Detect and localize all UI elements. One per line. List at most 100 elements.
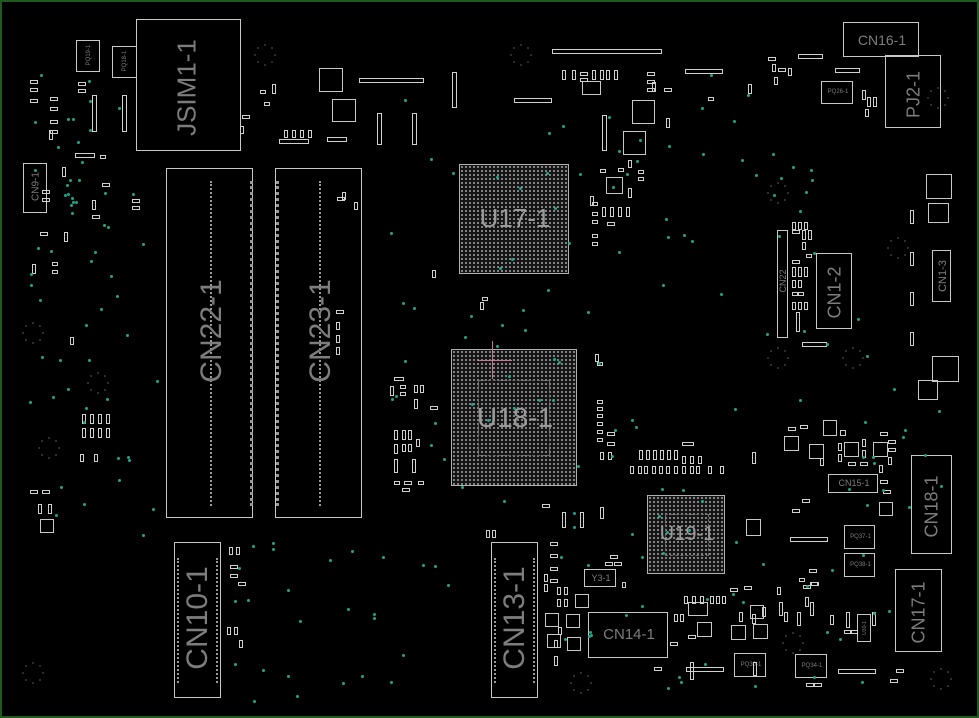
passive-component[interactable] [739, 612, 743, 622]
passive-component[interactable] [580, 512, 584, 528]
passive-component[interactable] [614, 70, 618, 80]
component-u17[interactable]: U17-1 [459, 164, 569, 274]
passive-component[interactable] [94, 454, 98, 462]
passive-component[interactable] [100, 155, 106, 159]
passive-component[interactable] [862, 439, 866, 447]
passive-component[interactable] [48, 504, 52, 514]
passive-component[interactable] [666, 118, 670, 128]
passive-component[interactable] [106, 428, 110, 438]
passive-component[interactable] [804, 267, 808, 277]
component-pq18[interactable]: PQ18-1 [112, 46, 137, 78]
passive-component[interactable] [40, 232, 48, 236]
passive-component[interactable] [840, 430, 846, 436]
passive-component[interactable] [78, 82, 86, 86]
component-cn22[interactable]: CN22-1 [166, 168, 253, 518]
package-square[interactable] [545, 613, 559, 627]
passive-component[interactable] [92, 200, 96, 210]
passive-component[interactable] [638, 170, 644, 174]
passive-component[interactable] [792, 230, 800, 234]
passive-component[interactable] [698, 456, 702, 464]
passive-component[interactable] [414, 385, 418, 393]
passive-component[interactable] [42, 198, 50, 202]
passive-component[interactable] [730, 588, 738, 592]
passive-component[interactable] [628, 188, 632, 198]
passive-component[interactable] [236, 547, 240, 555]
passive-component[interactable] [70, 337, 74, 345]
passive-component[interactable] [82, 428, 86, 438]
passive-component[interactable] [80, 454, 84, 462]
passive-component[interactable] [774, 77, 778, 85]
package-square[interactable] [873, 442, 888, 457]
component-pq37[interactable]: PQ37-1 [844, 525, 875, 549]
passive-component[interactable] [680, 614, 684, 622]
passive-component[interactable] [688, 635, 696, 639]
component-pq19[interactable]: PQ19-1 [76, 40, 100, 72]
package-square[interactable] [809, 444, 824, 459]
passive-component[interactable] [628, 160, 632, 168]
passive-component[interactable] [336, 335, 340, 343]
passive-component[interactable] [798, 292, 804, 296]
package-square[interactable] [750, 605, 764, 619]
package-square[interactable] [332, 99, 356, 122]
passive-component[interactable] [647, 72, 655, 76]
passive-component[interactable] [607, 442, 615, 446]
passive-component[interactable] [888, 440, 896, 444]
passive-component[interactable] [597, 438, 603, 442]
package-square[interactable] [40, 519, 54, 533]
passive-component[interactable] [592, 220, 598, 224]
passive-component[interactable] [230, 574, 238, 578]
passive-component[interactable] [402, 444, 406, 452]
component-pq26[interactable]: PQ26-1 [821, 81, 853, 104]
passive-component[interactable] [50, 107, 58, 111]
passive-component[interactable] [809, 569, 817, 573]
passive-component[interactable] [798, 222, 802, 230]
passive-component[interactable] [408, 430, 412, 440]
passive-component[interactable] [784, 612, 788, 622]
passive-component[interactable] [844, 630, 852, 634]
passive-component[interactable] [622, 582, 626, 588]
passive-component[interactable] [272, 84, 276, 94]
passive-component[interactable] [132, 199, 140, 203]
package-square[interactable] [566, 614, 580, 628]
passive-component[interactable] [799, 578, 805, 582]
passive-component[interactable] [647, 88, 655, 92]
passive-component[interactable] [580, 78, 588, 82]
package-square[interactable] [753, 624, 768, 639]
component-u30[interactable]: U30-1 [857, 614, 871, 642]
passive-component[interactable] [242, 115, 250, 119]
passive-component[interactable] [240, 126, 244, 134]
passive-component[interactable] [777, 587, 781, 595]
passive-component[interactable] [910, 332, 914, 346]
passive-component[interactable] [602, 207, 606, 217]
package-square[interactable] [918, 380, 938, 400]
component-cn17[interactable]: CN17-1 [895, 569, 942, 652]
component-cn18[interactable]: CN18-1 [911, 455, 952, 554]
passive-component[interactable] [652, 82, 656, 92]
passive-component[interactable] [798, 267, 802, 277]
component-y3[interactable]: Y3-1 [584, 569, 616, 587]
passive-component[interactable] [394, 459, 398, 473]
passive-component[interactable] [592, 242, 598, 246]
package-square[interactable] [582, 81, 601, 95]
passive-component[interactable] [562, 512, 566, 528]
passive-component[interactable] [802, 230, 806, 240]
passive-component[interactable] [792, 260, 800, 264]
passive-component[interactable] [544, 574, 548, 582]
passive-component[interactable] [592, 212, 598, 216]
passive-component[interactable] [639, 450, 643, 460]
passive-component[interactable] [400, 385, 406, 389]
component-cn1-2[interactable]: CN1-2 [816, 253, 852, 329]
package-square[interactable] [784, 436, 799, 451]
passive-component[interactable] [716, 596, 720, 604]
passive-component[interactable] [600, 452, 604, 460]
passive-component[interactable] [865, 109, 869, 117]
passive-component[interactable] [744, 586, 752, 590]
passive-component[interactable] [614, 562, 622, 566]
passive-component[interactable] [550, 579, 558, 583]
passive-component[interactable] [30, 99, 38, 103]
passive-component[interactable] [618, 168, 624, 172]
passive-component[interactable] [30, 80, 38, 84]
passive-component[interactable] [416, 439, 420, 447]
passive-component[interactable] [597, 400, 603, 404]
package-square[interactable] [606, 177, 623, 194]
